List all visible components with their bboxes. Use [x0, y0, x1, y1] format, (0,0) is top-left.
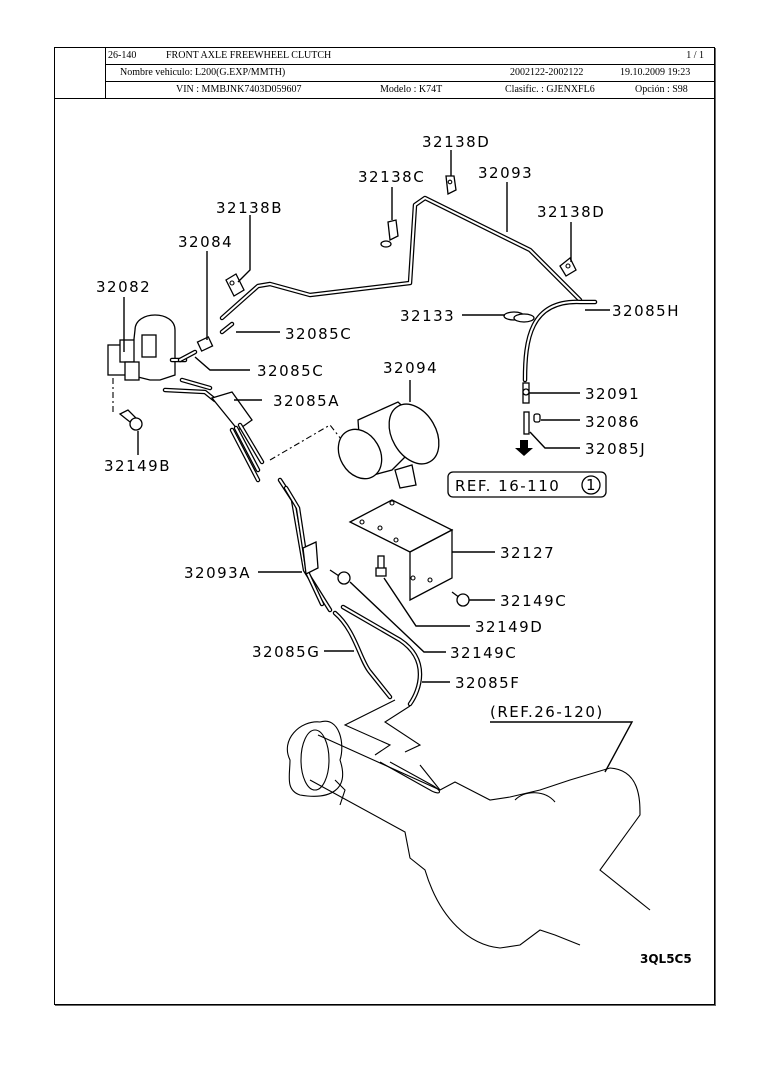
cap-32086[interactable]: [533, 413, 541, 423]
hose-32085C-1[interactable]: [219, 321, 235, 335]
clip-32138C[interactable]: [380, 219, 399, 248]
callout-32093A: 32093A: [184, 564, 251, 582]
callout-32094: 32094: [383, 359, 438, 377]
header-row-vin: VIN : MMBJNK7403D059607 Modelo : K74T Cl…: [106, 82, 714, 98]
header-logo-cell: [55, 48, 106, 98]
clamp-32133[interactable]: [503, 311, 535, 323]
page-title: FRONT AXLE FREEWHEEL CLUTCH: [166, 50, 332, 61]
dashed-connection: [269, 424, 349, 461]
callout-32138D-right: 32138D: [537, 203, 605, 221]
hose-32085J[interactable]: [523, 411, 530, 435]
leader-lines: [123, 150, 634, 773]
pipe-32093A[interactable]: [277, 477, 333, 613]
callout-32149C-1: 32149C: [500, 592, 567, 610]
ref-circle: [581, 475, 601, 495]
connection-line: [343, 699, 396, 756]
pipe-32093[interactable]: [219, 195, 583, 321]
callout-32084: 32084: [178, 233, 233, 251]
bolt-32149B[interactable]: [112, 378, 143, 431]
callout-32086: 32086: [585, 413, 640, 431]
classification: Clasific. : GJENXFL6: [505, 84, 595, 95]
callout-32133: 32133: [400, 307, 455, 325]
callout-32149C-2: 32149C: [450, 644, 517, 662]
vacuum-tank-32094[interactable]: [330, 395, 449, 489]
hose-32085G[interactable]: [332, 610, 393, 700]
bracket-32127[interactable]: [348, 499, 454, 602]
hose-32085F[interactable]: [340, 604, 423, 707]
bolt-32149C-1[interactable]: [329, 569, 351, 585]
header-row-title: 26-140 FRONT AXLE FREEWHEEL CLUTCH 1 / 1: [106, 48, 714, 65]
ref-16-110-text: REF. 16-110: [455, 477, 560, 495]
callout-32085J: 32085J: [585, 440, 646, 458]
callout-32085A: 32085A: [273, 392, 340, 410]
bolt-32149C-2[interactable]: [451, 591, 470, 607]
hose-32085H[interactable]: [522, 299, 598, 383]
callout-32085C-1: 32085C: [285, 325, 352, 343]
ref-box: [447, 471, 607, 498]
header-row-vehicle: Nombre vehiculo: L200(G.EXP/MMTH) 200212…: [106, 65, 714, 82]
callout-32127: 32127: [500, 544, 555, 562]
arrow-down-icon: [515, 440, 533, 456]
callout-32082: 32082: [96, 278, 151, 296]
section-code: 26-140: [108, 50, 137, 61]
ref-16-110-circle-number: 1: [586, 476, 597, 494]
callout-32085H: 32085H: [612, 302, 680, 320]
fitting-32084[interactable]: [196, 336, 214, 352]
callout-32091: 32091: [585, 385, 640, 403]
clip-32138D-right[interactable]: [559, 256, 577, 277]
callout-32093: 32093: [478, 164, 533, 182]
callout-32138C: 32138C: [358, 168, 425, 186]
vin: VIN : MMBJNK7403D059607: [176, 84, 302, 95]
callout-32149B: 32149B: [104, 457, 171, 475]
header-divider: [55, 98, 714, 99]
front-axle-housing: [286, 720, 651, 949]
date-range: 2002122-2002122: [510, 67, 584, 78]
bolt-32149D[interactable]: [375, 555, 387, 577]
vehicle-name: Nombre vehiculo: L200(G.EXP/MMTH): [120, 67, 286, 78]
ref-26-120-link[interactable]: (REF.26-120): [490, 703, 604, 721]
solenoid-valve-32082[interactable]: [107, 314, 188, 381]
callout-32085F: 32085F: [455, 674, 520, 692]
page-number: 1 / 1: [686, 50, 704, 61]
callout-32138D-top: 32138D: [422, 133, 490, 151]
clip-32138D-top[interactable]: [445, 175, 457, 195]
model: Modelo : K74T: [380, 84, 443, 95]
ref-16-110-link[interactable]: REF. 16-110 1: [447, 471, 607, 498]
callout-32085C-2: 32085C: [257, 362, 324, 380]
callout-32149D: 32149D: [475, 618, 543, 636]
connector-32091[interactable]: [522, 382, 530, 404]
option: Opción : S98: [635, 84, 688, 95]
callout-32085G: 32085G: [252, 643, 320, 661]
connection-line: [383, 705, 422, 753]
drawing-code: 3QL5C5: [640, 952, 692, 966]
hose-32085A[interactable]: [162, 377, 265, 483]
callout-32138B: 32138B: [216, 199, 283, 217]
parts-diagram-sheet: 26-140 FRONT AXLE FREEWHEEL CLUTCH 1 / 1…: [54, 47, 715, 1005]
timestamp: 19.10.2009 19:23: [620, 67, 691, 78]
clip-32138B[interactable]: [225, 273, 245, 297]
hose-32085C-2[interactable]: [177, 349, 198, 363]
